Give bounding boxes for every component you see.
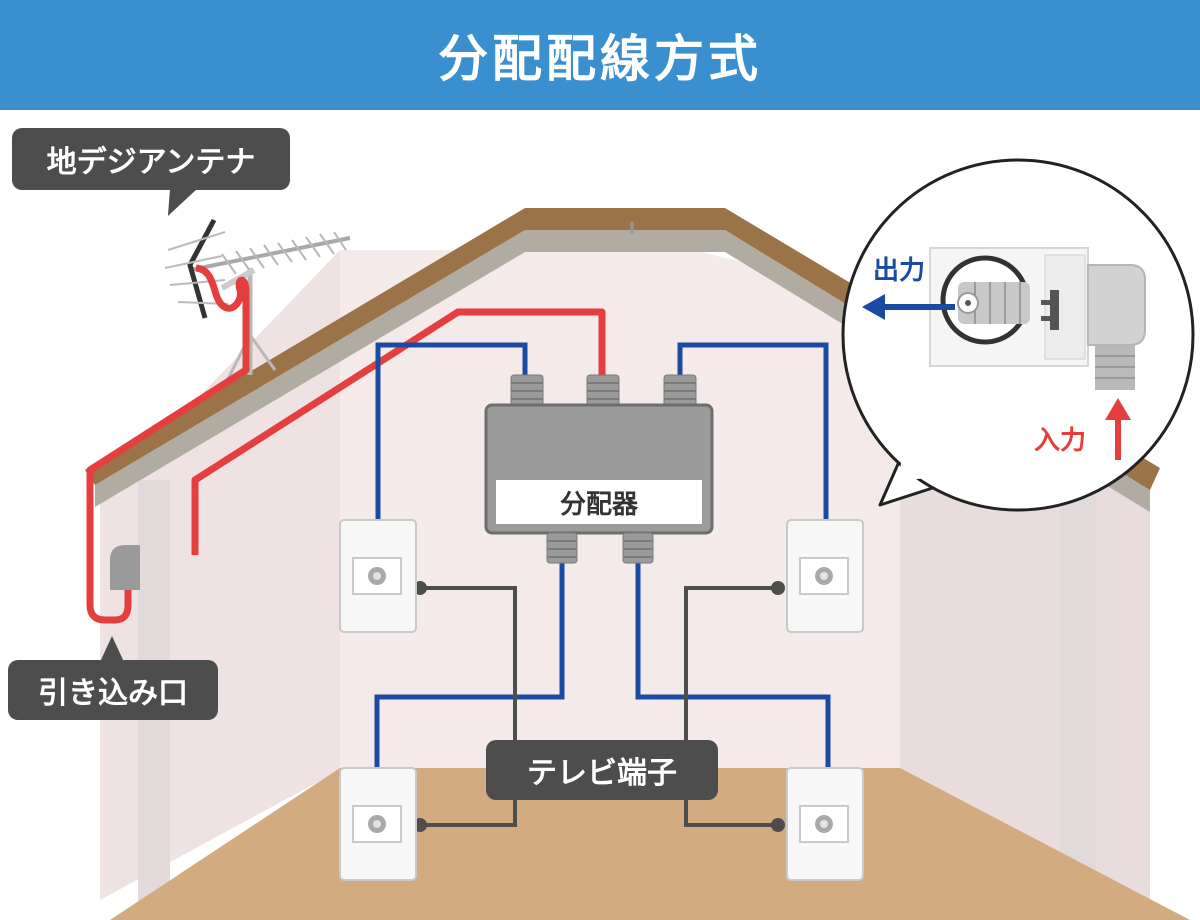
splitter-label: 分配器: [496, 480, 702, 524]
tv-terminal-label: テレビ端子: [486, 740, 718, 800]
page-title: 分配配線方式: [438, 30, 762, 88]
inlet-label-pointer: [100, 636, 124, 662]
inlet-label-text: 引き込み口: [38, 676, 188, 711]
antenna-label-text: 地デジアンテナ: [46, 145, 256, 180]
tv-terminal-bottom-left: [339, 767, 417, 881]
output-cables: [374, 342, 831, 770]
output-arrow-head: [862, 294, 885, 320]
inlet-label: 引き込み口: [8, 636, 218, 720]
antenna-label: 地デジアンテナ: [12, 128, 290, 216]
tv-terminal-top-left: [339, 519, 417, 633]
tv-terminal-top-right: [786, 519, 864, 633]
tv-terminal-bottom-right: [786, 767, 864, 881]
right-pillar: [1060, 470, 1096, 920]
terminal-link-lines: [420, 586, 778, 827]
input-cable: [86, 264, 606, 624]
input-arrow-head: [1105, 398, 1131, 420]
wall-inlet-icon: [110, 545, 140, 590]
input-label: 入力: [1034, 426, 1087, 456]
title-bar: 分配配線方式: [0, 0, 1200, 110]
output-label: 出力: [873, 256, 926, 286]
tv-terminal-label-text: テレビ端子: [527, 756, 677, 791]
zoom-bubble: [841, 158, 1195, 512]
